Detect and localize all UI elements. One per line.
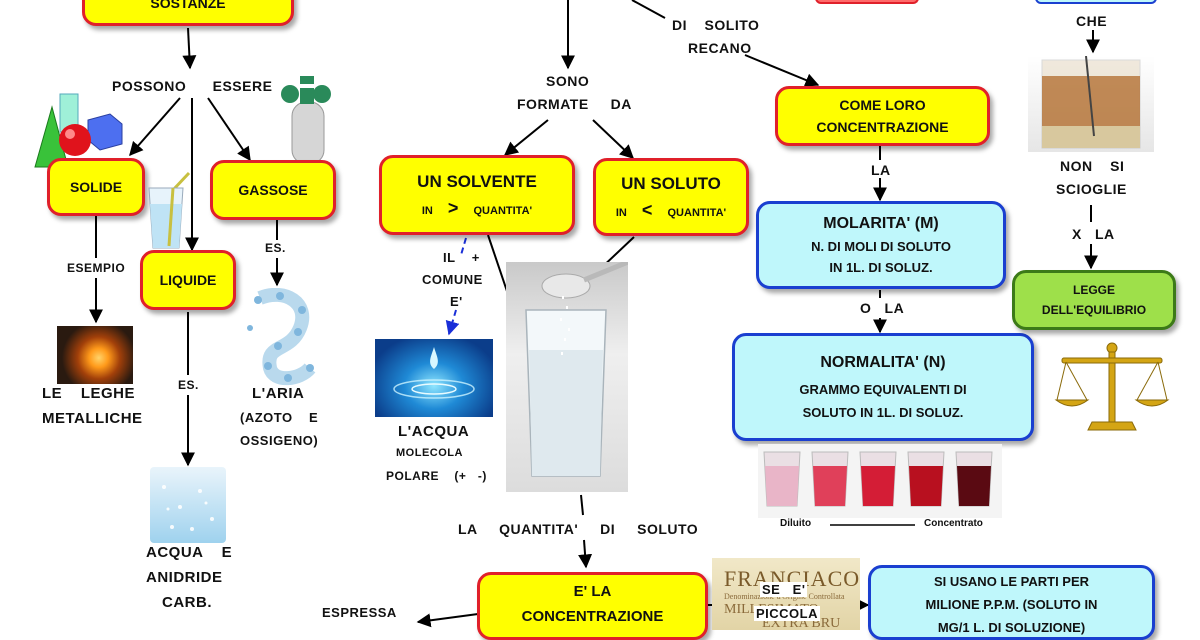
label-di-solito: DI SOLITO bbox=[672, 17, 760, 33]
label-piccola: PICCOLA bbox=[754, 606, 820, 621]
water-drop-photo bbox=[375, 339, 493, 417]
label-la: LA bbox=[871, 162, 891, 178]
node-molarita[interactable]: MOLARITA' (M) N. DI MOLI DI SOLUTO IN 1L… bbox=[756, 201, 1006, 289]
label-es-liquid: ES. bbox=[178, 378, 199, 392]
label-o-la: O LA bbox=[860, 300, 905, 316]
glass-straw-icon bbox=[148, 171, 191, 249]
top-partial-red-box bbox=[815, 0, 919, 4]
label-aria-2: (AZOTO E bbox=[240, 410, 319, 425]
molten-metal-photo bbox=[57, 326, 133, 384]
node-legge-equilibrio[interactable]: LEGGE DELL'EQUILIBRIO bbox=[1012, 270, 1176, 330]
node-ppm[interactable]: SI USANO LE PARTI PER MILIONE P.P.M. (SO… bbox=[868, 565, 1155, 640]
label-e-accent: E' bbox=[450, 294, 463, 309]
dashed-arrow-to-acqua bbox=[445, 309, 460, 336]
label-aria-3: OSSIGENO) bbox=[240, 433, 319, 448]
label-es-gas: ES. bbox=[265, 241, 286, 255]
arrow-to-gassose bbox=[207, 97, 251, 162]
arrow-to-soluto bbox=[592, 119, 635, 159]
label-anidride: ANIDRIDE bbox=[146, 569, 223, 586]
node-sostanze[interactable]: SOSTANZE bbox=[82, 0, 294, 26]
label-scioglie: SCIOGLIE bbox=[1056, 181, 1127, 197]
node-solide[interactable]: SOLIDE bbox=[47, 158, 145, 216]
label-comune: COMUNE bbox=[422, 272, 483, 287]
sediment-beaker-photo bbox=[1028, 55, 1154, 152]
label-che: CHE bbox=[1076, 13, 1108, 29]
label-quantita-soluto: LA QUANTITA' DI SOLUTO bbox=[458, 521, 699, 537]
dissolving-salt-photo bbox=[506, 259, 629, 492]
arrow-to-solide bbox=[129, 97, 181, 157]
arrow-to-espressa bbox=[416, 613, 479, 628]
label-x-la: X LA bbox=[1072, 226, 1115, 242]
colored-solutions-photo bbox=[758, 444, 1002, 518]
label-acqua-e: ACQUA E bbox=[146, 544, 233, 561]
label-concentrato: Concentrato bbox=[924, 518, 983, 529]
node-gassose[interactable]: GASSOSE bbox=[210, 160, 336, 220]
arrow-sostanze-possono bbox=[182, 27, 197, 70]
label-possono-essere: POSSONO ESSERE bbox=[112, 78, 273, 94]
label-recano: RECANO bbox=[688, 40, 752, 56]
air-molecules-icon bbox=[247, 288, 316, 386]
sparkling-water-photo bbox=[150, 467, 226, 543]
arrow-to-come-loro bbox=[744, 54, 820, 87]
label-lacqua: L'ACQUA bbox=[398, 423, 470, 440]
top-partial-blue-box bbox=[1035, 0, 1157, 4]
node-liquide[interactable]: LIQUIDE bbox=[140, 250, 236, 310]
gas-cylinder-icon bbox=[281, 76, 331, 164]
label-se-e: SE E' bbox=[760, 582, 808, 597]
arrow-to-solvente bbox=[503, 119, 549, 156]
label-esempio: ESEMPIO bbox=[67, 261, 126, 275]
label-il-piu: IL + bbox=[443, 250, 480, 265]
solid-shapes-icon bbox=[34, 93, 123, 168]
balance-scale-icon bbox=[1054, 342, 1170, 431]
label-leghe-2: METALLICHE bbox=[42, 410, 143, 427]
node-soluto[interactable]: UN SOLUTO IN < QUANTITA' bbox=[593, 158, 749, 236]
label-espressa: ESPRESSA bbox=[322, 605, 397, 620]
label-sono: SONO bbox=[546, 73, 590, 89]
node-normalita[interactable]: NORMALITA' (N) GRAMMO EQUIVALENTI DI SOL… bbox=[732, 333, 1034, 441]
label-molecola: MOLECOLA bbox=[396, 447, 463, 459]
label-polare: POLARE (+ -) bbox=[386, 469, 487, 483]
node-solvente[interactable]: UN SOLVENTE IN > QUANTITA' bbox=[379, 155, 575, 235]
label-diluito: Diluito bbox=[780, 518, 812, 529]
label-leghe-1: LE LEGHE bbox=[42, 385, 136, 402]
label-non-si: NON SI bbox=[1060, 158, 1125, 174]
node-come-loro[interactable]: COME LORO CONCENTRAZIONE bbox=[775, 86, 990, 146]
arrow-to-concentrazione bbox=[578, 539, 593, 569]
label-carb: CARB. bbox=[162, 594, 212, 611]
label-aria-1: L'ARIA bbox=[252, 385, 305, 402]
label-formate-da: FORMATE DA bbox=[517, 96, 632, 112]
